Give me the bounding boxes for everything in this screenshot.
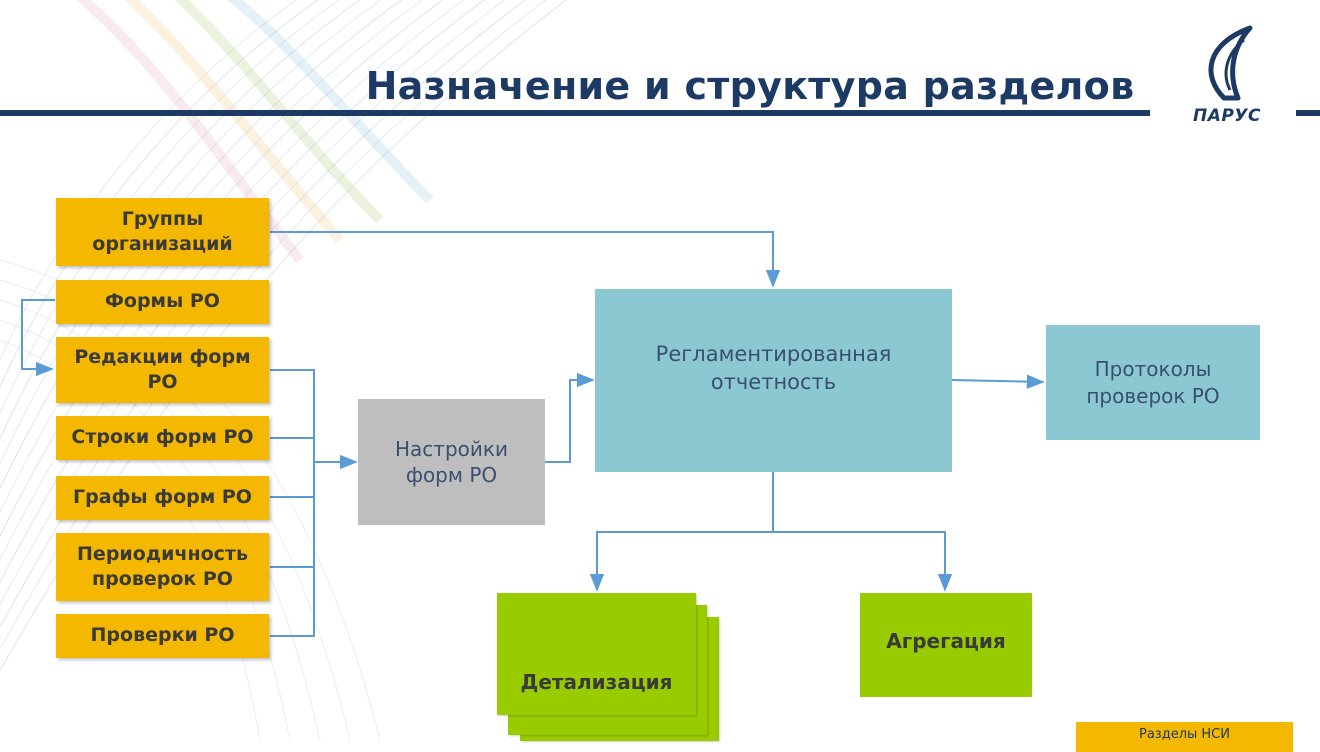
logo-text: ПАРУС	[1193, 106, 1261, 126]
box-editions: Редакции форм РО	[56, 337, 269, 403]
slide-title: Назначение и структура разделов	[365, 64, 1135, 108]
box-forms: Формы РО	[56, 280, 269, 324]
box-rows: Строки форм РО	[56, 416, 269, 460]
box-checks: Проверки РО	[56, 614, 269, 658]
box-groups: Группы организаций	[56, 198, 269, 266]
box-columns: Графы форм РО	[56, 476, 269, 520]
title-underline	[0, 110, 1150, 116]
title-underline-right	[1296, 110, 1320, 116]
footer-badge[interactable]: Разделы НСИ	[1076, 722, 1293, 752]
box-protocols: Протоколы проверок РО	[1046, 325, 1260, 440]
box-settings: Настройки форм РО	[358, 399, 545, 525]
box-detail: Детализация	[497, 593, 696, 715]
box-periodicity: Периодичность проверок РО	[56, 533, 269, 601]
box-aggregation: Агрегация	[860, 593, 1032, 697]
parus-logo: ПАРУС	[1182, 24, 1272, 134]
sail-icon	[1208, 25, 1253, 101]
box-main-reporting: Регламентированная отчетность	[595, 289, 952, 472]
